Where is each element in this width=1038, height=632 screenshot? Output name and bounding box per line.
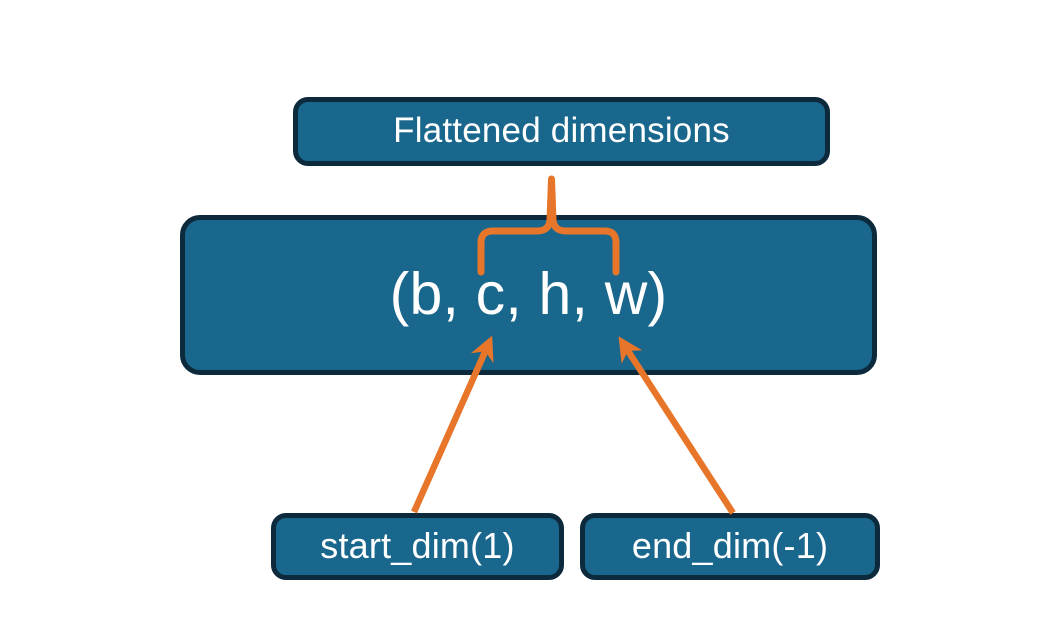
node-end-dim-label: end_dim(-1): [631, 524, 829, 566]
node-flattened-dimensions[interactable]: Flattened dimensions: [293, 97, 830, 166]
node-shape-tuple[interactable]: (b, c, h, w): [180, 215, 877, 375]
node-start-dim-label: start_dim(1): [320, 524, 515, 566]
node-flattened-dimensions-label: Flattened dimensions: [393, 111, 730, 150]
node-shape-tuple-label: (b, c, h, w): [389, 260, 668, 327]
node-start-dim[interactable]: start_dim(1): [271, 513, 564, 580]
node-end-dim[interactable]: end_dim(-1): [580, 513, 880, 580]
